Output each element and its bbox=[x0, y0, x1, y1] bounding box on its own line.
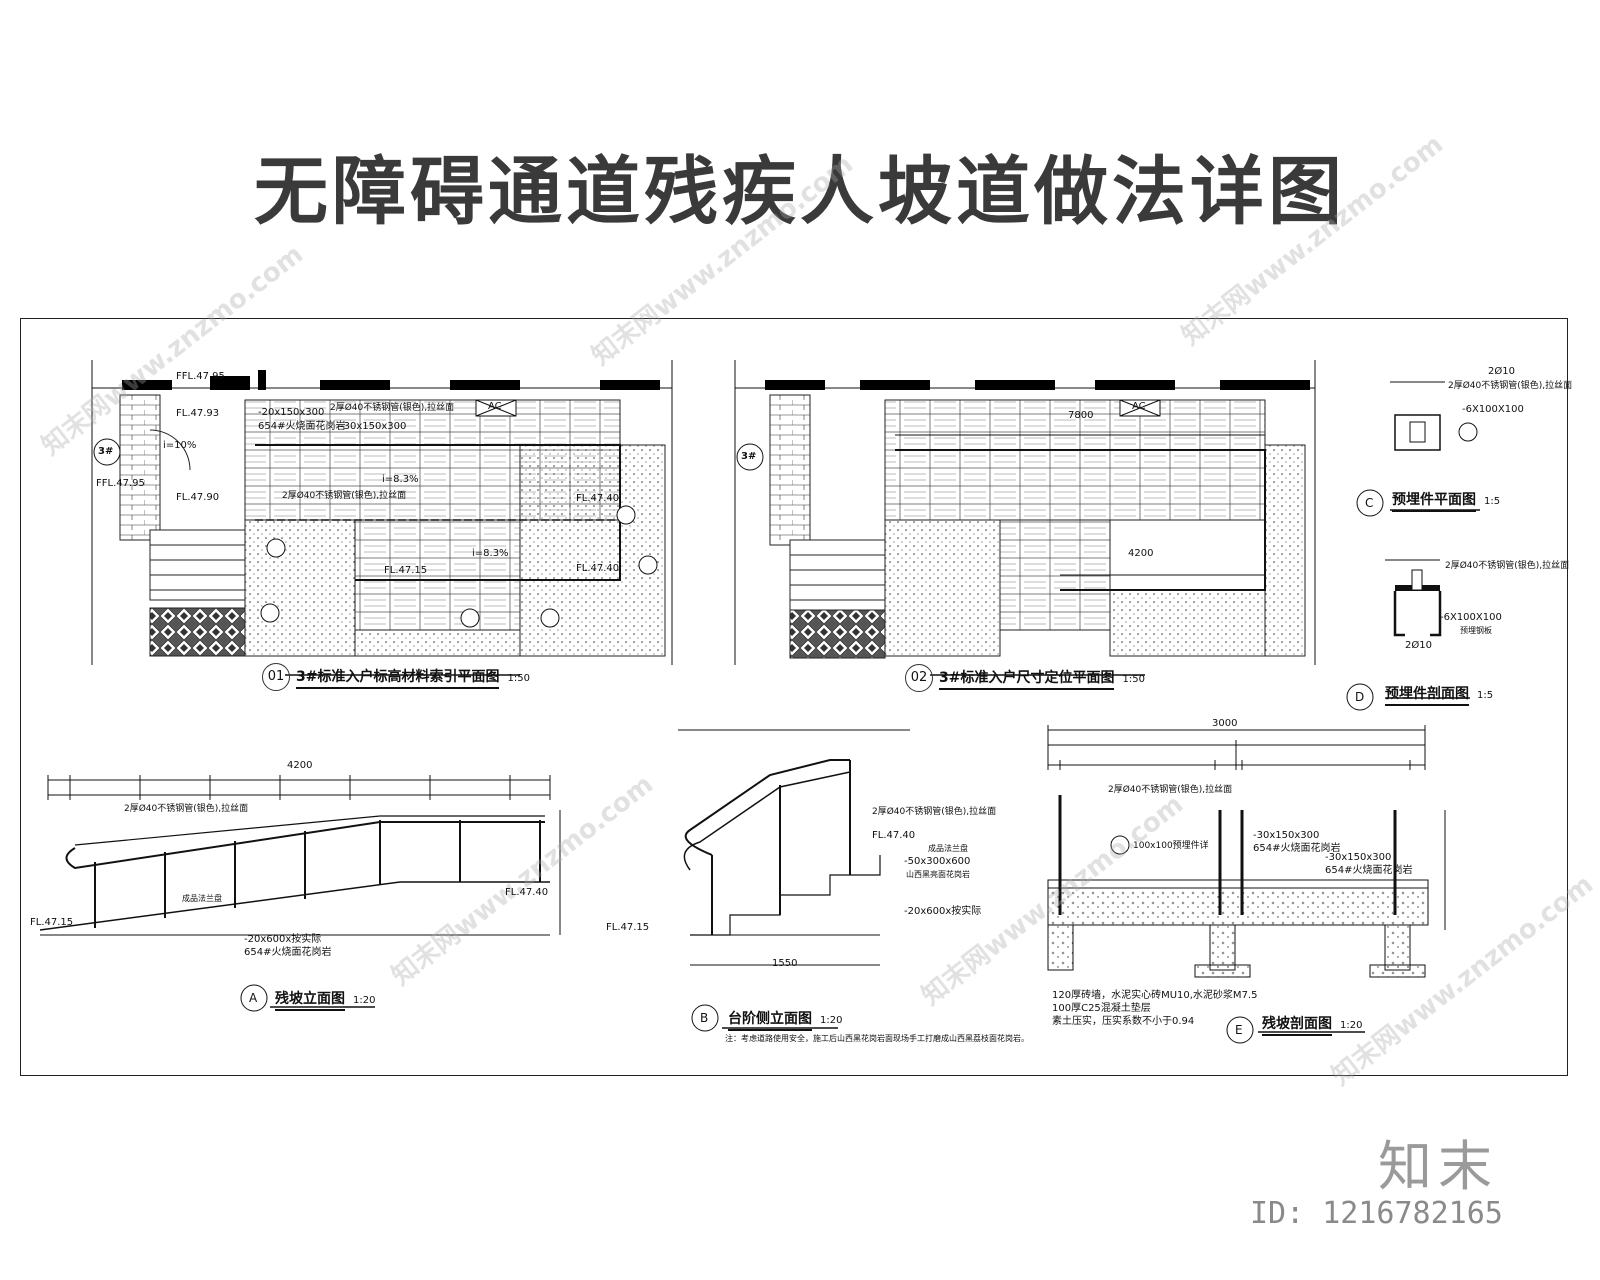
label-fin2-b: -20x600x按实际 bbox=[904, 906, 982, 917]
caption-title: 3#标准入户标高材料索引平面图 bbox=[296, 669, 500, 689]
label-ffl-top: FFL.47.95 bbox=[176, 371, 225, 382]
caption-detail-c: 预埋件平面图 1:5 bbox=[1392, 489, 1501, 512]
image-id: ID: 1216782165 bbox=[1250, 1196, 1503, 1231]
plan-01 bbox=[91, 360, 673, 676]
brand-logo: 知末 bbox=[1378, 1135, 1498, 1198]
caption-scale: 1:5 bbox=[1484, 496, 1501, 507]
section-e bbox=[1047, 725, 1446, 1044]
plan-02 bbox=[734, 360, 1316, 676]
label-fl-4715-a: FL.47.15 bbox=[30, 917, 74, 928]
label-ac: AC bbox=[488, 401, 502, 412]
label-rebar-c: 2Ø10 bbox=[1488, 366, 1515, 377]
label-dim-4200: 4200 bbox=[287, 760, 313, 771]
caption-sect-e: 残坡剖面图 1:20 bbox=[1262, 1013, 1363, 1036]
caption-detail-d: 预埋件剖面图 1:5 bbox=[1385, 683, 1494, 706]
label-plate-note: 预埋钢板 bbox=[1460, 626, 1492, 635]
label-dim-4200-plan: 4200 bbox=[1128, 548, 1154, 559]
label-tile-granite: 654#火烧面花岗岩 bbox=[258, 421, 346, 432]
symbol-a: A bbox=[249, 991, 258, 1005]
label-tile-20: -20x150x300 bbox=[258, 407, 325, 418]
label-dim-3000: 3000 bbox=[1212, 718, 1238, 729]
label-flange-a: 成品法兰盘 bbox=[182, 894, 222, 903]
label-pipe-e: 2厚Ø40不锈钢管(银色),拉丝面 bbox=[1108, 785, 1233, 795]
caption-scale: 1:5 bbox=[1477, 690, 1494, 701]
label-fl-4715: FL.47.15 bbox=[384, 565, 428, 576]
elevation-a bbox=[39, 775, 561, 1012]
caption-title: 残坡剖面图 bbox=[1262, 1016, 1332, 1036]
label-tile-30: -30x150x300 bbox=[340, 421, 407, 432]
label-ffl-mid: FFL.47.95 bbox=[96, 478, 145, 489]
symbol-b: B bbox=[700, 1011, 709, 1025]
caption-title: 3#标准入户尺寸定位平面图 bbox=[939, 670, 1115, 690]
label-fl-4740-b: FL.47.40 bbox=[576, 563, 620, 574]
label-plate-c: -6X100X100 bbox=[1462, 404, 1524, 415]
caption-elev-b: 台阶侧立面图 1:20 bbox=[728, 1008, 843, 1031]
label-fl-4740-a2: FL.47.40 bbox=[505, 887, 549, 898]
label-fl-4715-b: FL.47.15 bbox=[606, 922, 650, 933]
elevation-b bbox=[678, 729, 910, 1032]
label-rebar-d: 2Ø10 bbox=[1405, 640, 1432, 651]
caption-scale: 1:50 bbox=[1122, 674, 1145, 685]
caption-plan-01: 01 3#标准入户标高材料索引平面图 1:50 bbox=[262, 663, 530, 691]
label-fin3-b: 山西黑亮面花岗岩 bbox=[906, 870, 970, 879]
label-fl-4793: FL.47.93 bbox=[176, 408, 220, 419]
label-fl-4740-a: FL.47.40 bbox=[576, 493, 620, 504]
caption-num: 02 bbox=[905, 664, 933, 692]
label-layer2: 100厚C25混凝土垫层 bbox=[1052, 1003, 1151, 1014]
detail-c bbox=[1356, 381, 1480, 517]
caption-scale: 1:20 bbox=[353, 995, 376, 1006]
label-pipe-c: 2厚Ø40不锈钢管(银色),拉丝面 bbox=[1448, 381, 1573, 391]
label-granite-e2: 654#火烧面花岗岩 bbox=[1325, 865, 1413, 876]
page-title: 无障碍通道残疾人坡道做法详图 bbox=[254, 149, 1346, 235]
label-slope-1: i=8.3% bbox=[382, 474, 419, 485]
label-layer1: 120厚砖墙，水泥实心砖MU10,水泥砂浆M7.5 bbox=[1052, 990, 1258, 1001]
caption-num: 01 bbox=[262, 663, 290, 691]
caption-title: 残坡立面图 bbox=[275, 991, 345, 1011]
caption-elev-a: 残坡立面图 1:20 bbox=[275, 988, 376, 1011]
label-granite-e: 654#火烧面花岗岩 bbox=[1253, 843, 1341, 854]
caption-title: 预埋件平面图 bbox=[1392, 492, 1476, 512]
caption-scale: 1:20 bbox=[820, 1015, 843, 1026]
label-pipe-d: 2厚Ø40不锈钢管(银色),拉丝面 bbox=[1445, 561, 1570, 571]
label-layer3: 素土压实，压实系数不小于0.94 bbox=[1052, 1016, 1195, 1027]
label-door-3: 3# bbox=[98, 446, 114, 457]
label-dim-1550: 1550 bbox=[772, 958, 798, 969]
construction-note: 注：考虑道路使用安全，施工后山西黑花岗岩面现场手工打磨成山西黑荔枝面花岗岩。 bbox=[725, 1034, 1029, 1043]
label-pipe-b: 2厚Ø40不锈钢管(银色),拉丝面 bbox=[872, 807, 997, 817]
label-slope-3: i=10% bbox=[163, 440, 197, 451]
symbol-c: C bbox=[1365, 496, 1374, 510]
detail-d bbox=[1346, 559, 1470, 711]
label-pipe-plan01-b: 2厚Ø40不锈钢管(银色),拉丝面 bbox=[282, 491, 407, 501]
label-fin1-b: -50x300x600 bbox=[904, 856, 971, 867]
label-pipe-plan01: 2厚Ø40不锈钢管(银色),拉丝面 bbox=[330, 403, 455, 413]
label-dim-7800: 7800 bbox=[1068, 410, 1094, 421]
symbol-d: D bbox=[1355, 690, 1365, 704]
caption-scale: 1:50 bbox=[507, 673, 530, 684]
label-fl-4790: FL.47.90 bbox=[176, 492, 220, 503]
caption-title: 预埋件剖面图 bbox=[1385, 686, 1469, 706]
label-flange-b: 成品法兰盘 bbox=[928, 844, 968, 853]
label-tile30-e: -30x150x300 bbox=[1253, 830, 1320, 841]
caption-scale: 1:20 bbox=[1340, 1020, 1363, 1031]
label-slope-2: i=8.3% bbox=[472, 548, 509, 559]
label-fl-4740-b2: FL.47.40 bbox=[872, 830, 916, 841]
drawing-frame bbox=[20, 318, 1568, 1076]
label-door-3-plan02: 3# bbox=[741, 451, 757, 462]
label-plate-d: -6X100X100 bbox=[1440, 612, 1502, 623]
caption-title: 台阶侧立面图 bbox=[728, 1011, 812, 1031]
symbol-e: E bbox=[1235, 1023, 1243, 1037]
label-fin-a: -20x600x按实际 bbox=[244, 934, 322, 945]
label-ac-plan02: AC bbox=[1132, 401, 1146, 412]
label-pipe-a: 2厚Ø40不锈钢管(银色),拉丝面 bbox=[124, 804, 249, 814]
caption-plan-02: 02 3#标准入户尺寸定位平面图 1:50 bbox=[905, 664, 1145, 692]
label-tile30-e2: -30x150x300 bbox=[1325, 852, 1392, 863]
label-granite-a: 654#火烧面花岗岩 bbox=[244, 947, 332, 958]
label-embed-e: 100x100预埋件详 bbox=[1133, 841, 1209, 851]
